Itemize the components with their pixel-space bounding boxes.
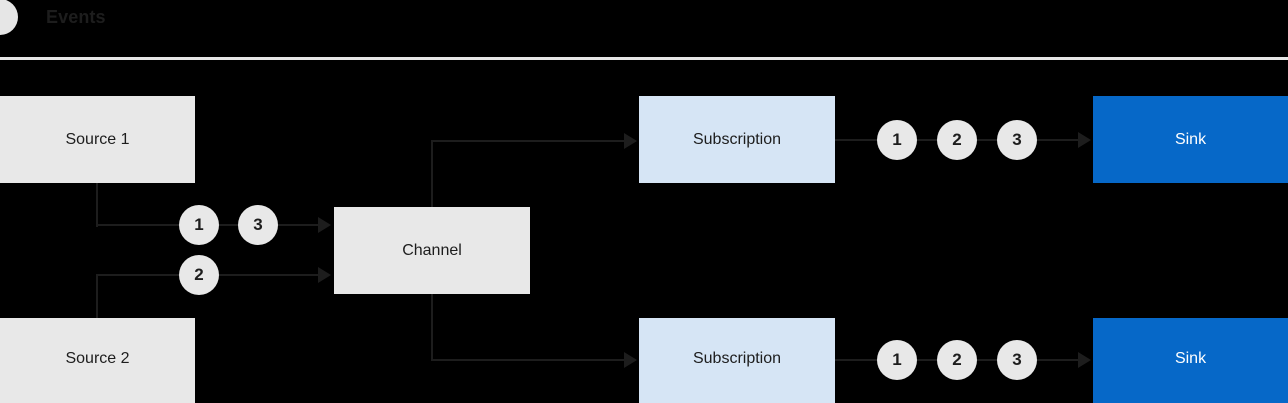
node-subscription-1-label: Subscription (692, 130, 782, 148)
header-divider (0, 57, 1288, 60)
edge-source1-channel-vertical (96, 183, 98, 227)
event-token: 1 (179, 205, 219, 245)
event-token-label: 3 (253, 215, 263, 234)
event-token: 1 (877, 340, 917, 380)
event-token-label: 3 (1012, 350, 1022, 369)
event-token: 2 (937, 340, 977, 380)
events-circle-icon (0, 0, 18, 35)
node-sink-2-label: Sink (1174, 349, 1207, 367)
edge-channel-subscription1-vertical (431, 140, 433, 208)
event-token-label: 2 (952, 350, 962, 369)
edge-subscription2-sink2-arrowhead (1078, 352, 1091, 368)
event-token: 2 (937, 120, 977, 160)
event-token-label: 2 (952, 130, 962, 149)
event-token-label: 3 (1012, 130, 1022, 149)
event-token-label: 2 (194, 265, 204, 284)
node-source-2-label: Source 2 (65, 349, 130, 367)
node-channel-label: Channel (402, 241, 462, 259)
edge-subscription1-sink1-arrowhead (1078, 132, 1091, 148)
page-title: Events (46, 7, 106, 27)
node-source-1-label: Source 1 (65, 130, 130, 148)
node-source-2[interactable]: Source 2 (0, 318, 195, 403)
edge-channel-subscription2-vertical (431, 293, 433, 361)
node-sink-2[interactable]: Sink (1093, 318, 1288, 403)
event-token: 1 (877, 120, 917, 160)
node-sink-1[interactable]: Sink (1093, 96, 1288, 183)
event-token-label: 1 (194, 215, 204, 234)
event-token-label: 1 (892, 130, 902, 149)
node-source-1[interactable]: Source 1 (0, 96, 195, 183)
event-token: 2 (179, 255, 219, 295)
edge-channel-subscription2-arrowhead (624, 352, 637, 368)
edge-channel-subscription1-horizontal (431, 140, 626, 142)
node-subscription-2-label: Subscription (692, 349, 782, 367)
edge-source2-channel-vertical (96, 274, 98, 320)
edge-source1-channel-arrowhead (318, 217, 331, 233)
node-channel[interactable]: Channel (334, 207, 530, 294)
node-subscription-1[interactable]: Subscription (639, 96, 835, 183)
edge-source2-channel-arrowhead (318, 267, 331, 283)
event-token: 3 (997, 340, 1037, 380)
event-token-label: 1 (892, 350, 902, 369)
edge-channel-subscription1-arrowhead (624, 133, 637, 149)
edge-channel-subscription2-horizontal (431, 359, 626, 361)
node-sink-1-label: Sink (1174, 130, 1207, 148)
event-token: 3 (997, 120, 1037, 160)
event-token: 3 (238, 205, 278, 245)
node-subscription-2[interactable]: Subscription (639, 318, 835, 403)
